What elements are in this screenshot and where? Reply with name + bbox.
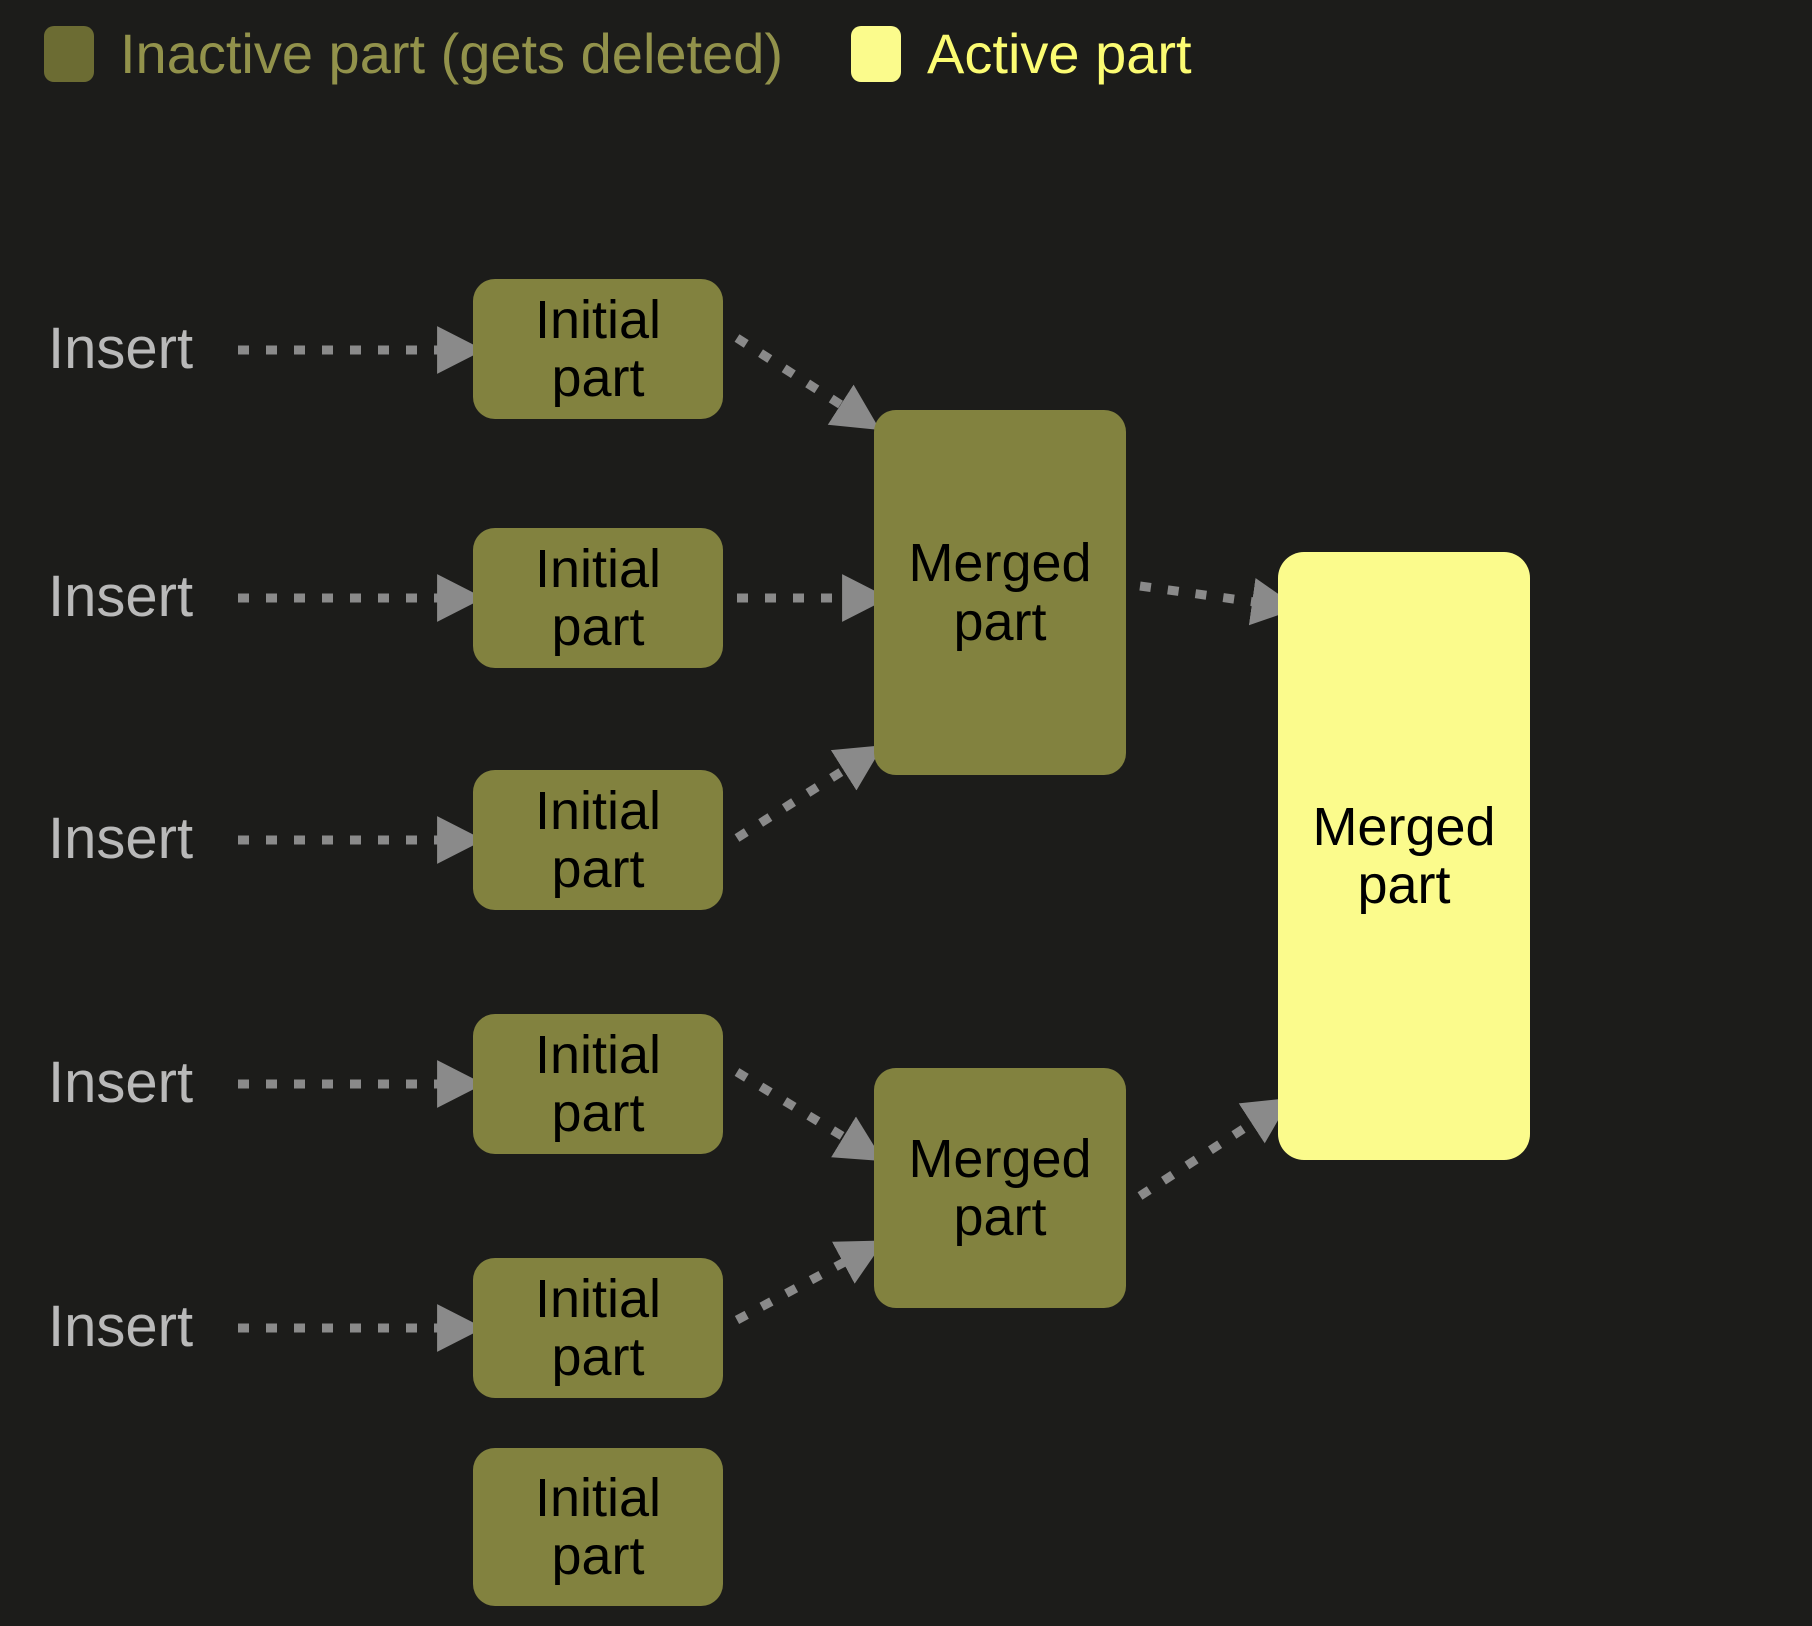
legend: Inactive part (gets deleted) Active part bbox=[44, 26, 1192, 82]
legend-item-inactive: Inactive part (gets deleted) bbox=[44, 26, 783, 82]
node-merged-part-final-line2: part bbox=[1357, 855, 1451, 915]
node-initial-part-3-line1: Initial bbox=[534, 780, 662, 841]
node-merged-part-2-line2: part bbox=[953, 1187, 1047, 1247]
arrow-initial-3-to-merged-1 bbox=[734, 745, 884, 842]
legend-item-active: Active part bbox=[851, 26, 1192, 82]
node-initial-part-3[interactable]: Initial part bbox=[473, 770, 723, 910]
insert-label-2: Insert bbox=[48, 564, 194, 629]
insert-label-5: Insert bbox=[48, 1294, 194, 1359]
node-initial-part-6-line2: part bbox=[551, 1526, 645, 1586]
arrow-initial-1-to-merged-1 bbox=[734, 334, 881, 430]
node-merged-part-final-line1: Merged bbox=[1312, 796, 1496, 857]
legend-label-active: Active part bbox=[927, 22, 1192, 85]
node-initial-part-5-line2: part bbox=[551, 1327, 645, 1387]
node-initial-part-5-line1: Initial bbox=[534, 1268, 662, 1329]
node-initial-part-6[interactable]: Initial part bbox=[473, 1448, 723, 1606]
arrow-initial-4-to-merged-2 bbox=[734, 1068, 884, 1162]
arrow-initial-5-to-merged-2 bbox=[734, 1240, 885, 1324]
node-initial-part-1-line2: part bbox=[551, 348, 645, 408]
node-initial-part-1-line1: Initial bbox=[534, 289, 662, 350]
legend-swatch-inactive-icon bbox=[44, 26, 94, 82]
arrow-merged-1-to-final bbox=[1139, 578, 1299, 626]
insert-label-3: Insert bbox=[48, 806, 194, 871]
arrow-merged-2-to-final bbox=[1137, 1097, 1291, 1200]
node-merged-part-1-line1: Merged bbox=[908, 533, 1092, 594]
node-merged-part-final[interactable]: Merged part bbox=[1278, 552, 1530, 1160]
legend-swatch-active-icon bbox=[851, 26, 902, 82]
node-initial-part-2[interactable]: Initial part bbox=[473, 528, 723, 668]
node-merged-part-2[interactable]: Merged part bbox=[874, 1068, 1126, 1308]
node-merged-part-1-line2: part bbox=[953, 591, 1047, 652]
node-initial-part-4-line2: part bbox=[551, 1083, 645, 1143]
node-initial-part-1[interactable]: Initial part bbox=[473, 279, 723, 419]
node-merged-part-2-line1: Merged bbox=[908, 1128, 1092, 1189]
node-initial-part-5[interactable]: Initial part bbox=[473, 1258, 723, 1398]
node-initial-part-3-line2: part bbox=[551, 839, 645, 899]
node-merged-part-1[interactable]: Merged part bbox=[874, 410, 1126, 775]
legend-label-inactive: Inactive part (gets deleted) bbox=[120, 22, 784, 85]
insert-label-1: Insert bbox=[48, 316, 194, 381]
node-initial-part-6-line1: Initial bbox=[534, 1467, 662, 1528]
node-initial-part-2-line2: part bbox=[551, 597, 645, 657]
insert-label-4: Insert bbox=[48, 1050, 194, 1115]
node-initial-part-2-line1: Initial bbox=[534, 538, 662, 599]
node-initial-part-4-line1: Initial bbox=[534, 1024, 662, 1085]
node-initial-part-4[interactable]: Initial part bbox=[473, 1014, 723, 1154]
